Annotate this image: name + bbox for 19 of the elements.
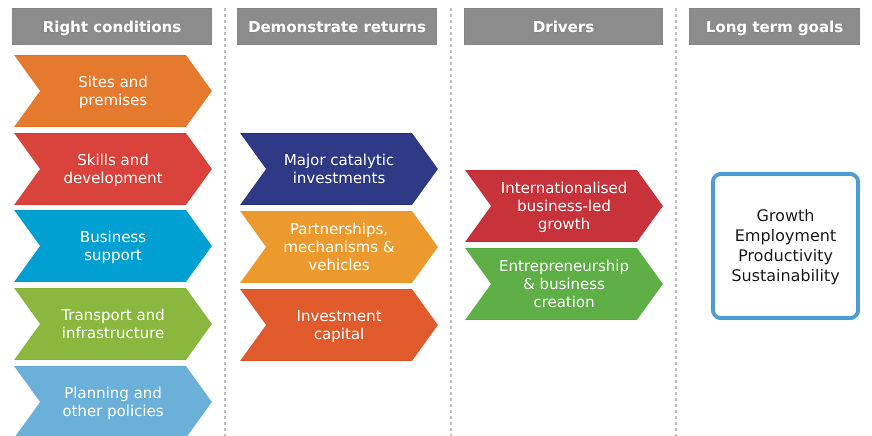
chevron-label: Sites and premises [77, 73, 149, 109]
chevron-label: Partnerships, mechanisms & vehicles [282, 220, 396, 274]
chevron-label: Investment capital [296, 307, 382, 343]
goal-text: Productivity [738, 246, 833, 266]
column-header: Drivers [464, 8, 663, 45]
column-header: Right conditions [12, 8, 212, 45]
chevron-label: Internationalised business-led growth [500, 179, 628, 233]
goals-box [711, 172, 860, 320]
chevron-label: Skills and development [62, 151, 164, 187]
chevron-label: Entrepreneurship & business creation [499, 257, 629, 311]
chevron-label: Major catalytic investments [282, 151, 396, 187]
column-header: Demonstrate returns [237, 8, 437, 45]
goal-text: Sustainability [731, 266, 840, 286]
chevron-label: Planning and other policies [61, 384, 165, 420]
chevron-label: Business support [78, 228, 148, 264]
column-header: Long term goals [689, 8, 860, 45]
chevron-label: Transport and infrastructure [60, 306, 166, 342]
goal-text: Growth [756, 206, 814, 226]
goal-text: Employment [734, 226, 836, 246]
